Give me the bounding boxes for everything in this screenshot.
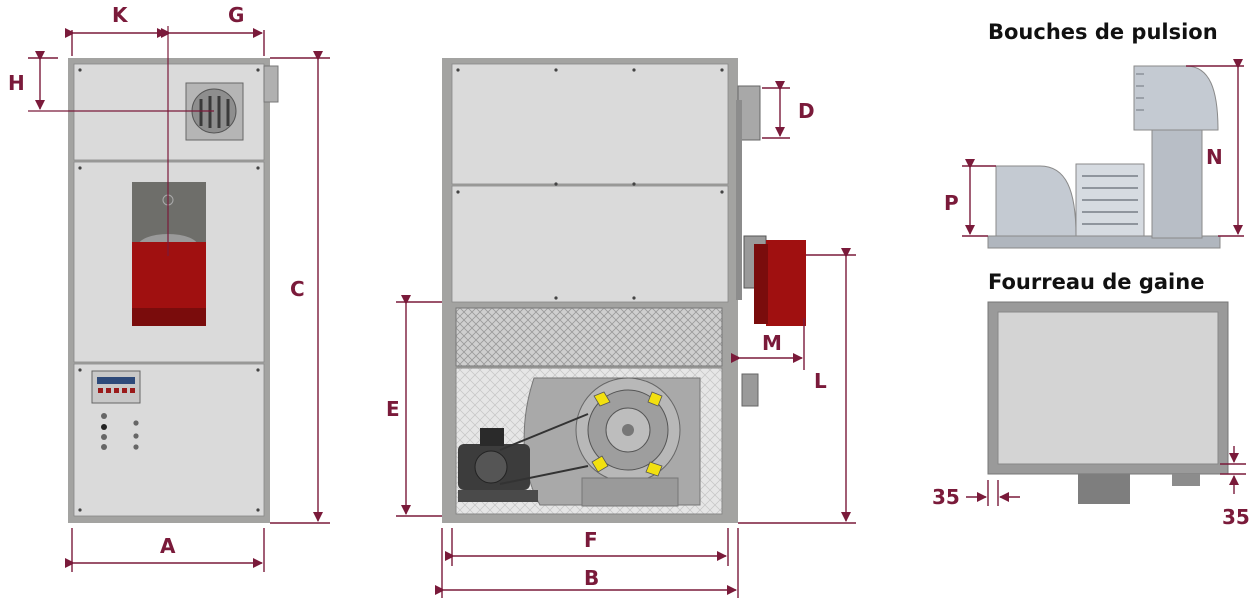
dim-label-c: C: [290, 277, 305, 301]
dim-label-35-bottom: 35: [1222, 505, 1250, 529]
side-junction-box: [263, 65, 279, 103]
dim-label-f: F: [584, 528, 598, 552]
burner-red: [766, 240, 806, 326]
duct-sleeve: [987, 301, 1229, 504]
dim-label-a: A: [160, 534, 176, 558]
filter-grille: [455, 307, 723, 367]
vent-low-curved: [995, 165, 1077, 237]
heading-bouches-de-pulsion: Bouches de pulsion: [988, 20, 1218, 44]
dim-label-g: G: [228, 3, 244, 27]
dim-label-d: D: [798, 99, 815, 123]
side-view: [442, 58, 806, 523]
dim-label-35-left: 35: [932, 485, 960, 509]
heading-fourreau-de-gaine: Fourreau de gaine: [988, 270, 1205, 294]
side-panel-middle: [451, 185, 729, 303]
control-panel: [91, 370, 141, 404]
dim-label-b: B: [584, 566, 599, 590]
vent-tall-stem: [1151, 129, 1203, 239]
dim-label-e: E: [386, 397, 400, 421]
burner-body: [132, 242, 206, 312]
dim-label-h: H: [8, 71, 25, 95]
dim-label-l: L: [814, 369, 827, 393]
dim-label-m: M: [762, 331, 782, 355]
side-panel-top: [451, 63, 729, 185]
fan-belt: [499, 413, 589, 451]
pulsion-vents: [987, 65, 1221, 249]
dim-label-k: K: [112, 3, 129, 27]
fan-brackets: [591, 391, 663, 477]
front-view: [28, 26, 279, 523]
dimension-lines: [28, 28, 1246, 598]
vent-tall-head: [1133, 65, 1219, 131]
sleeve-opening: [997, 311, 1219, 465]
dim-label-n: N: [1206, 145, 1223, 169]
dim-label-p: P: [944, 191, 959, 215]
